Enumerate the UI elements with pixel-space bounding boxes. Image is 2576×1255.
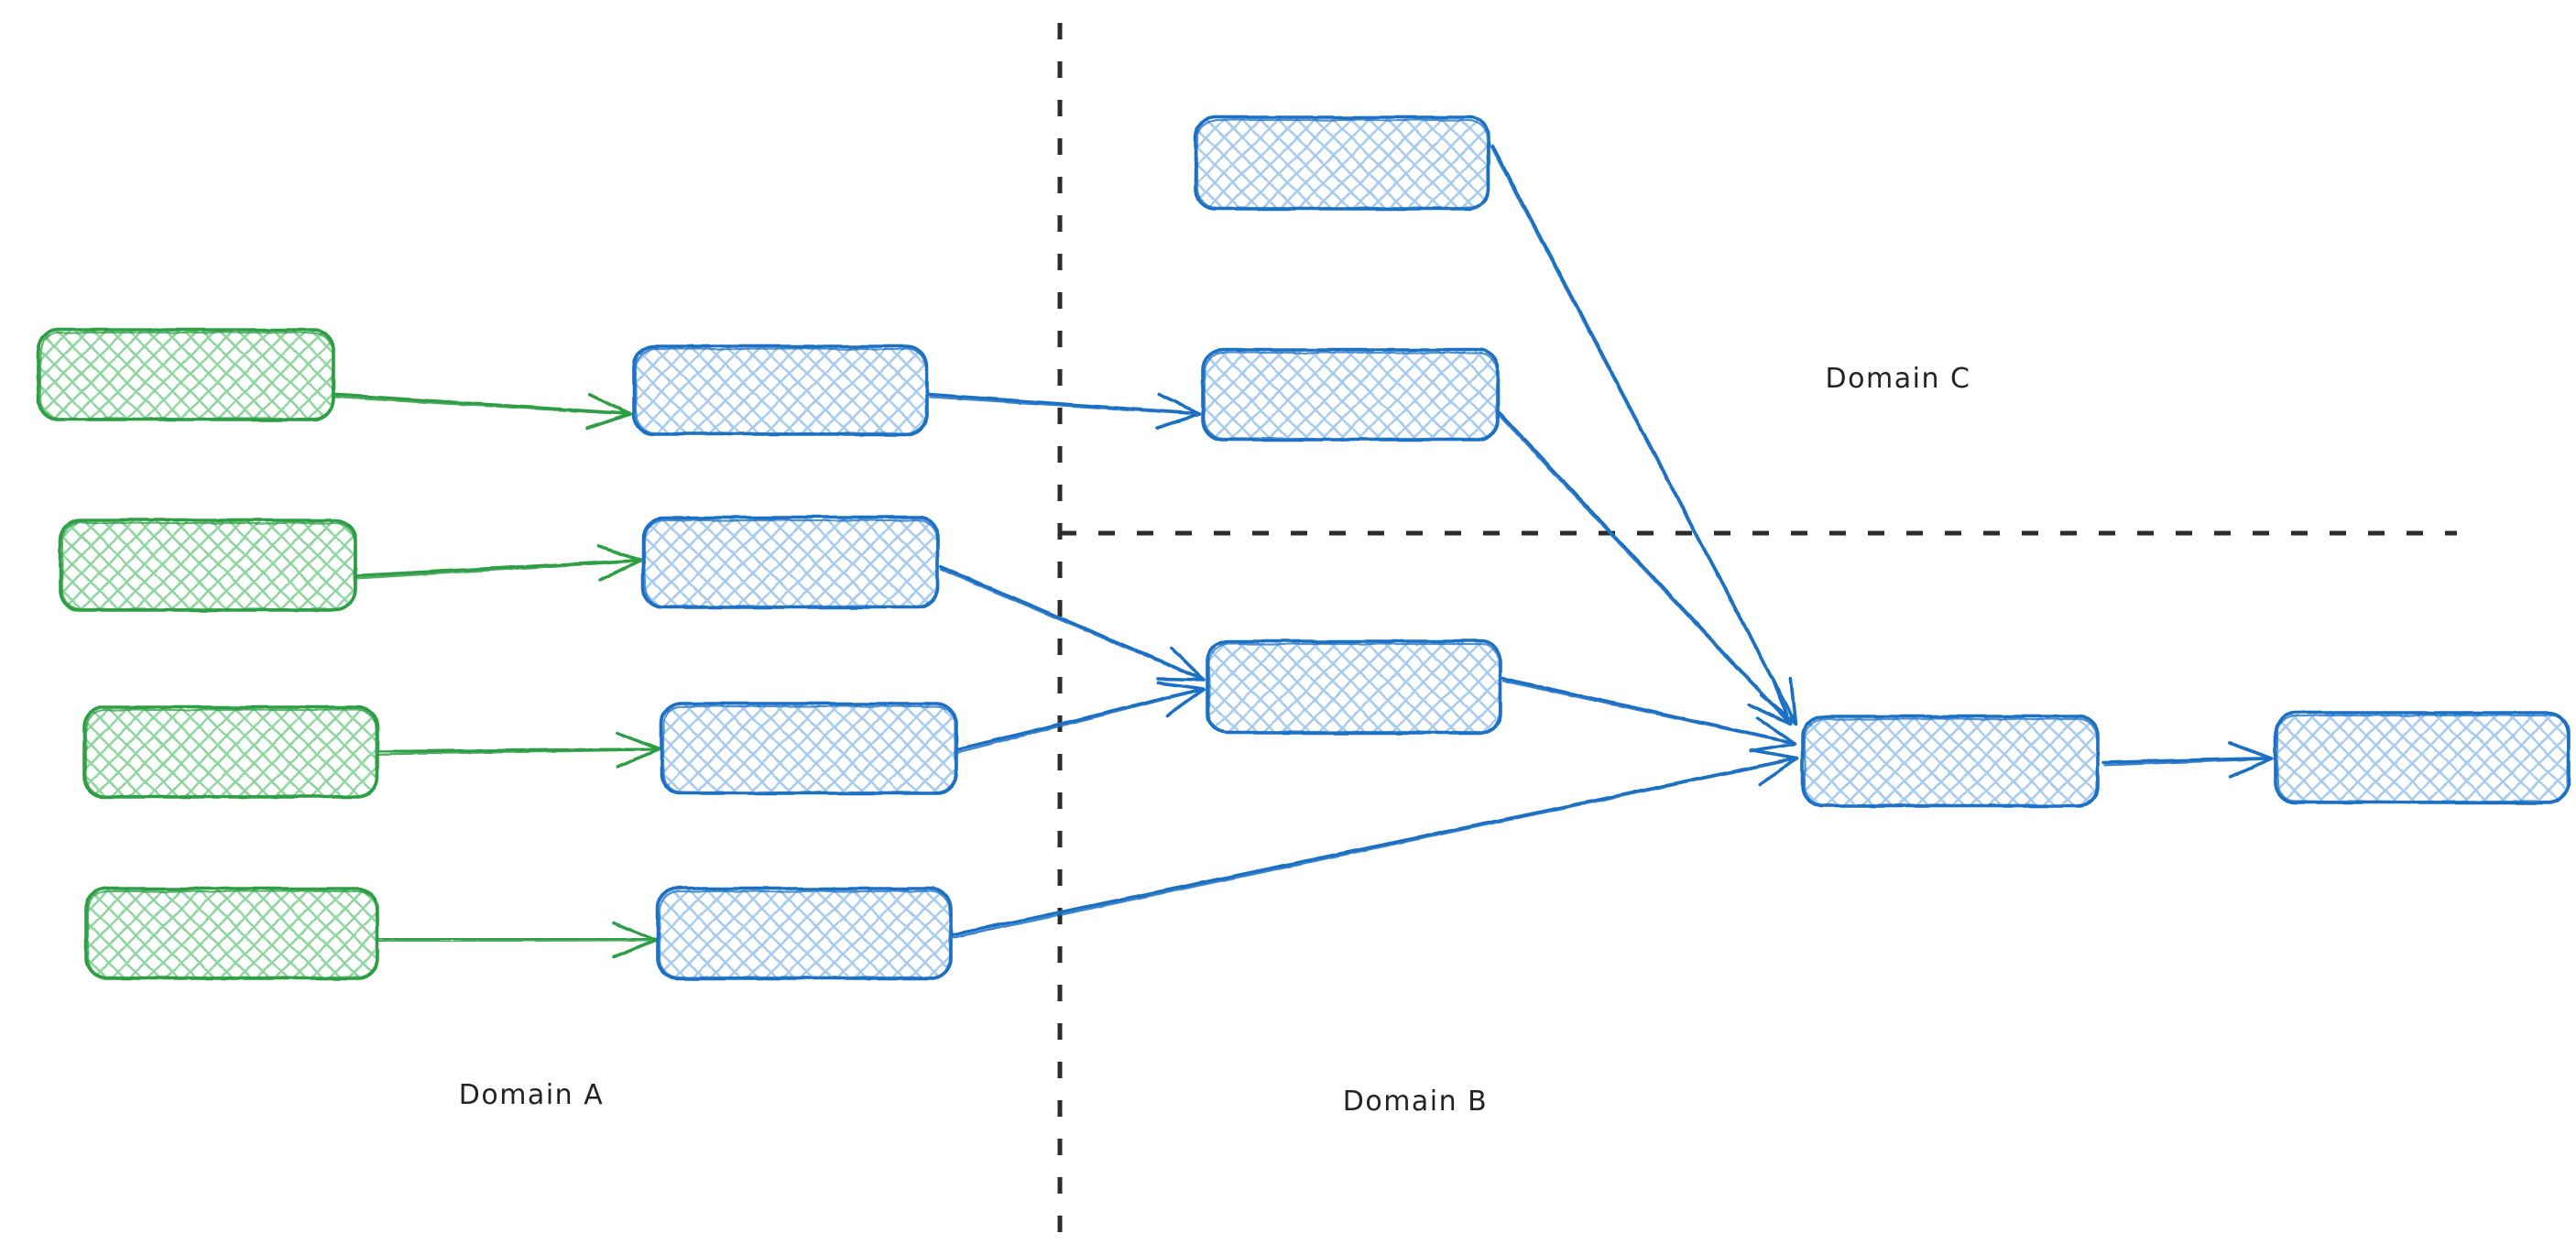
node-box[interactable] — [1801, 715, 2100, 808]
edge-node-b2-to-node-c3 — [938, 564, 1206, 682]
edge-layer — [330, 144, 2274, 959]
domain-label-domain-a: Domain A — [459, 1079, 604, 1111]
domain-label-layer: Domain A Domain B Domain C — [459, 363, 1971, 1118]
node-box[interactable] — [641, 516, 940, 609]
edge-node-a1-to-node-b1 — [330, 392, 632, 431]
node-box[interactable] — [84, 887, 379, 980]
node-box[interactable] — [2274, 711, 2571, 804]
edge-node-b3-to-node-c3 — [954, 681, 1206, 754]
node-box[interactable] — [656, 887, 953, 980]
node-layer — [37, 115, 2571, 980]
edge-node-c2-to-node-d1 — [1498, 411, 1792, 726]
node-box[interactable] — [660, 702, 958, 795]
edge-node-b4-to-node-d1 — [950, 748, 1799, 939]
divider-layer — [1057, 23, 2457, 1241]
edge-node-d1-to-node-d2 — [2101, 741, 2274, 779]
node-box[interactable] — [632, 344, 929, 436]
edge-node-b1-to-node-c2 — [927, 392, 1202, 431]
edge-node-c1-to-node-d1 — [1490, 144, 1797, 726]
node-box[interactable] — [1194, 115, 1490, 211]
domain-label-domain-b: Domain B — [1343, 1086, 1489, 1118]
node-box[interactable] — [59, 518, 357, 612]
edge-node-a2-to-node-b2 — [354, 544, 643, 582]
domain-label-domain-c: Domain C — [1826, 363, 1971, 395]
node-box[interactable] — [1206, 639, 1502, 735]
node-box[interactable] — [37, 328, 335, 421]
edge-node-c3-to-node-d1 — [1501, 676, 1797, 753]
edge-node-a3-to-node-b3 — [376, 731, 661, 769]
node-box[interactable] — [82, 705, 379, 799]
node-box[interactable] — [1201, 348, 1500, 442]
edge-node-a4-to-node-b4 — [376, 921, 658, 959]
